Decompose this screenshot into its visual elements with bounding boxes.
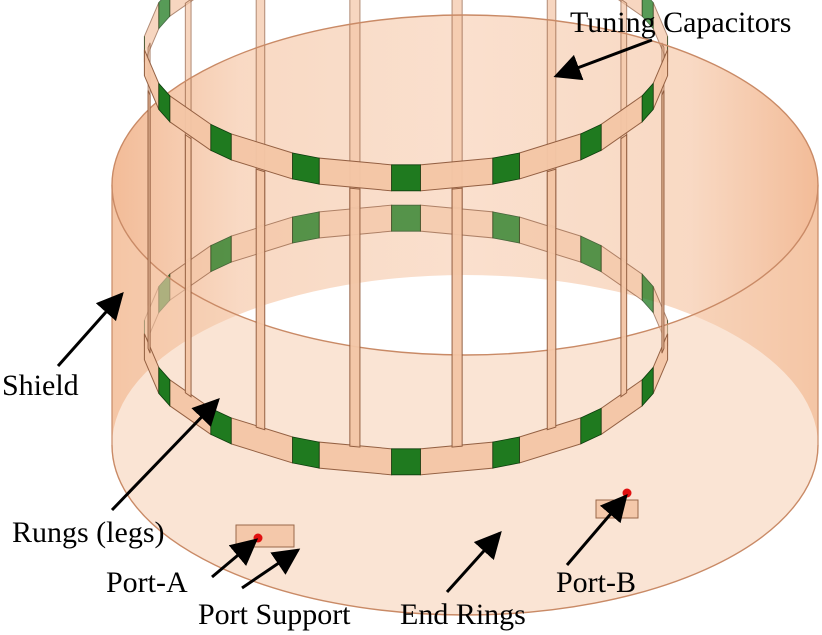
rung: [451, 187, 463, 448]
tuning-capacitor: [158, 366, 171, 407]
tuning-capacitor: [492, 211, 520, 244]
tuning-capacitor: [641, 82, 654, 123]
tuning-capacitor: [580, 407, 602, 445]
arrow-tuning-capacitors: [553, 38, 653, 81]
tuning-capacitor: [391, 448, 421, 476]
tuning-capacitor: [292, 152, 320, 185]
tuning-capacitor: [580, 235, 602, 273]
shield-wall: [111, 14, 819, 616]
rung: [255, 168, 266, 431]
callout-arrows: [56, 38, 653, 594]
label-port-support: Port Support: [198, 598, 351, 631]
tuning-capacitor: [292, 436, 320, 469]
arrow-port-support: [241, 548, 301, 590]
labels: Tuning Capacitors Shield Rungs (legs) Po…: [2, 6, 791, 631]
label-port-b: Port-B: [556, 566, 636, 599]
end-ring-segment-top: [143, 2, 160, 63]
port-support-b: [595, 499, 639, 519]
tuning-capacitor: [492, 152, 520, 185]
tuning-capacitor: [210, 123, 232, 161]
tuning-capacitor: [641, 273, 654, 314]
tuning-capacitor: [641, 0, 654, 30]
arrow-rungs: [110, 398, 220, 512]
tuning-capacitor: [391, 204, 421, 232]
rung: [147, 90, 151, 354]
rung: [546, 168, 557, 431]
end-ring-segment-top: [143, 49, 160, 110]
tuning-capacitor: [641, 366, 654, 407]
port-support-a: [235, 524, 295, 548]
tuning-capacitor: [492, 436, 520, 469]
arrow-end-rings: [445, 530, 502, 594]
label-end-rings: End Rings: [400, 598, 526, 631]
rung: [349, 187, 361, 448]
tuning-capacitor: [158, 0, 171, 30]
tuning-capacitor: [158, 82, 171, 123]
label-rungs: Rungs (legs): [12, 516, 165, 549]
front-coil: [143, 49, 669, 476]
port-b-marker: [622, 488, 632, 498]
label-port-a: Port-A: [106, 566, 188, 599]
tuning-capacitor: [580, 123, 602, 161]
rung: [661, 90, 665, 354]
arrow-shield: [56, 291, 124, 367]
rung: [620, 133, 628, 398]
arrow-port-a: [211, 538, 259, 579]
arrow-port-b: [565, 493, 628, 566]
tuning-capacitor: [391, 164, 421, 192]
label-shield: Shield: [2, 369, 79, 402]
tuning-capacitor: [292, 211, 320, 244]
label-tuning-capacitors: Tuning Capacitors: [570, 6, 791, 39]
rung: [184, 133, 192, 398]
tuning-capacitor: [210, 235, 232, 273]
